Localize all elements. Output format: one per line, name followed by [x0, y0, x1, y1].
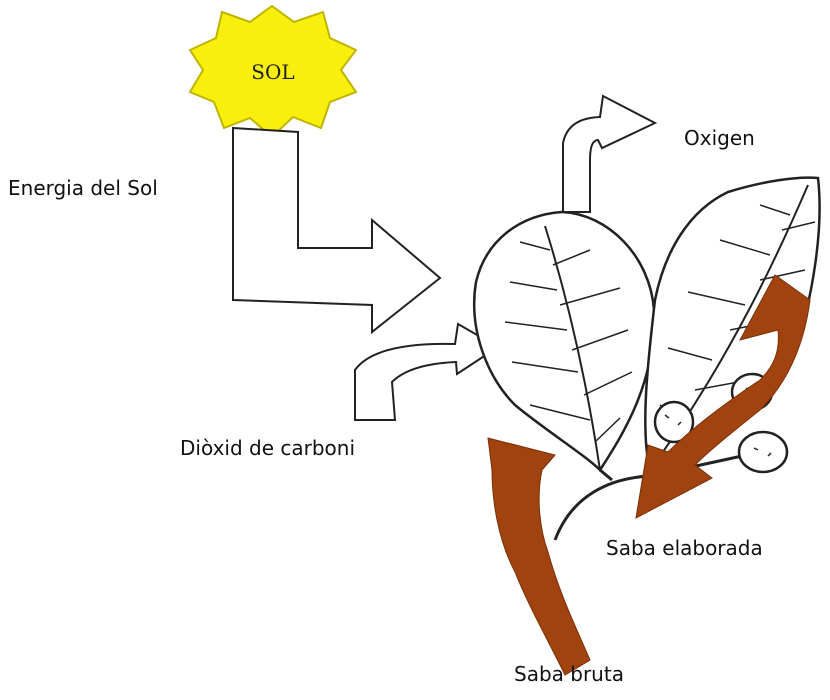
label-co2: Diòxid de carboni: [180, 436, 355, 460]
label-processed-sap: Saba elaborada: [606, 536, 763, 560]
oxygen-arrow: [563, 96, 655, 212]
label-oxygen: Oxigen: [684, 126, 755, 150]
raw-sap-arrow: [488, 438, 590, 675]
label-raw-sap: Saba bruta: [514, 662, 624, 686]
left-leaf-blade: [474, 212, 654, 470]
co2-arrow: [355, 324, 498, 420]
energy-arrow: [233, 128, 440, 332]
left-leaf: [474, 212, 654, 470]
bud-right: [739, 432, 787, 472]
label-energy: Energia del Sol: [8, 176, 158, 200]
sun-star-icon: SOL: [190, 6, 356, 137]
sun-label: SOL: [251, 60, 294, 84]
